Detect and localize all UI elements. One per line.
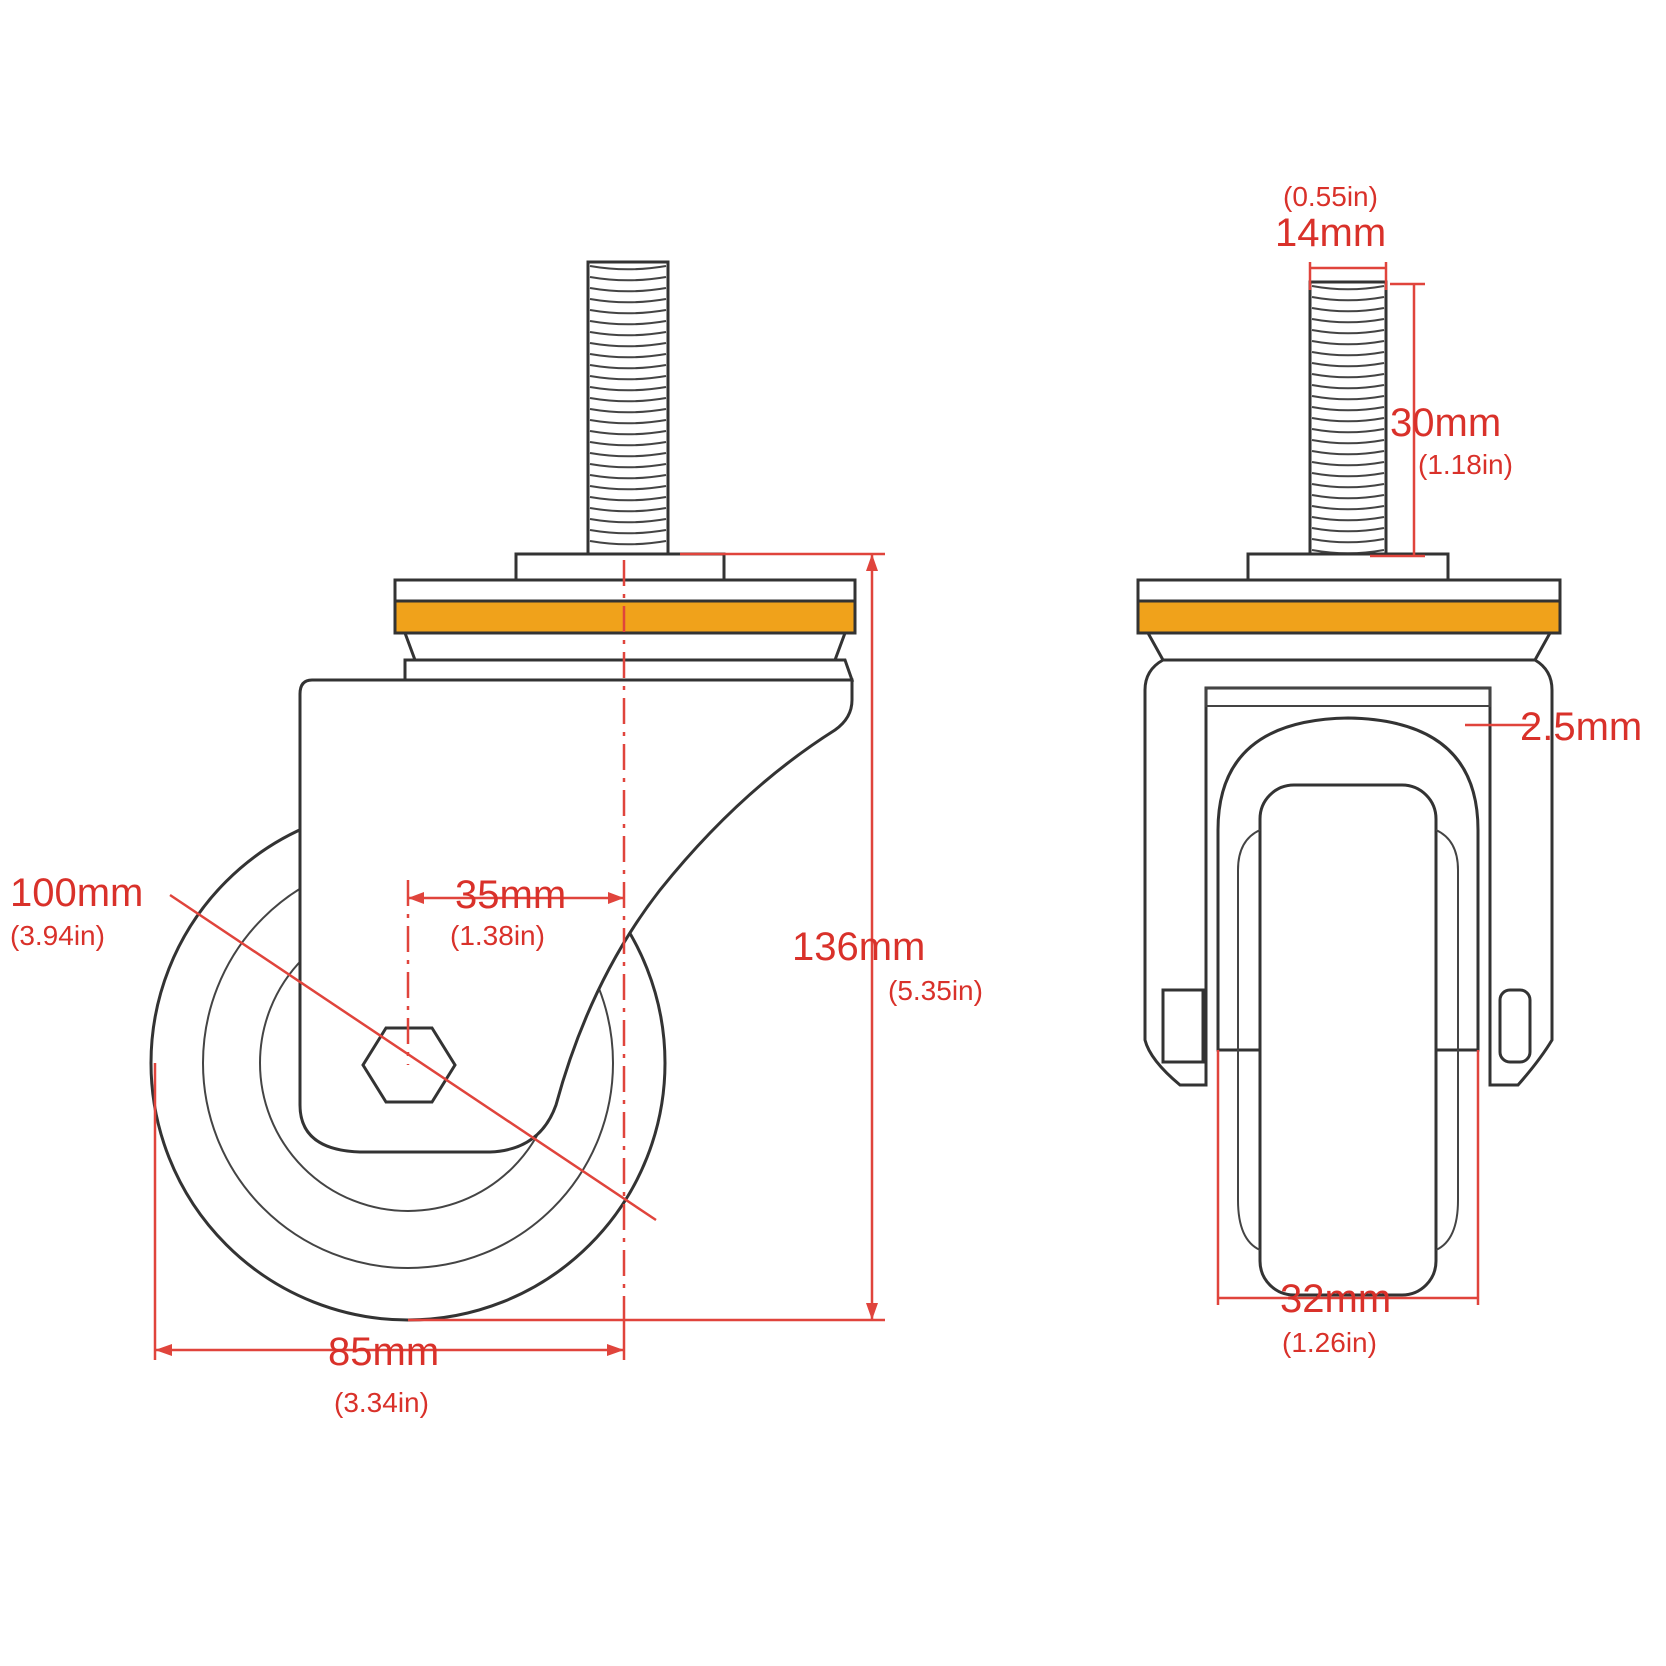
front-threaded-stem [1308, 280, 1388, 560]
stem-len-label: 30mm [1390, 401, 1501, 445]
thread-ridge [589, 342, 667, 348]
thread-ridge [589, 386, 667, 392]
offset-arrow-right [608, 892, 624, 904]
thread-ridge [1311, 494, 1385, 500]
thread-ridge [589, 485, 667, 491]
stem-dia-inch-label: (0.55in) [1283, 181, 1378, 212]
thread-ridge [1311, 417, 1385, 423]
thread-ridge [1311, 340, 1385, 346]
front-axle-bolt-left [1161, 988, 1205, 1064]
thread-ridge [589, 529, 667, 535]
front-top-plate [1136, 578, 1562, 604]
thread-ridge [1311, 285, 1385, 291]
thread-ridge [1311, 461, 1385, 467]
diameter-label: 100mm [10, 871, 143, 915]
side-view [149, 260, 885, 1360]
thread-ridge [1311, 527, 1385, 533]
wheel-width-label: 32mm [1280, 1277, 1391, 1321]
thread-ridge [1311, 472, 1385, 478]
front-fork-inner [1205, 687, 1491, 707]
height-inch-label: (5.35in) [888, 975, 983, 1006]
thread-ridge [1311, 450, 1385, 456]
side-width-inch-label: (3.34in) [334, 1387, 429, 1418]
thread-ridge [1311, 351, 1385, 357]
front-plate-band [1136, 599, 1562, 635]
thread-ridge [589, 276, 667, 282]
diameter-line [169, 893, 657, 1222]
stem-len-inch-label: (1.18in) [1418, 449, 1513, 480]
thread-ridge [589, 397, 667, 403]
thread-ridge [589, 353, 667, 359]
thread-ridge [1311, 538, 1385, 544]
thread-ridge [1311, 384, 1385, 390]
front-axle-bolt-right [1498, 988, 1532, 1064]
thread-ridge [1311, 406, 1385, 412]
wheel-width-inch-label: (1.26in) [1282, 1327, 1377, 1358]
thread-ridge [589, 419, 667, 425]
thread-ridge [589, 331, 667, 337]
side-width-label: 85mm [328, 1330, 439, 1374]
side-threaded-stem [586, 260, 670, 560]
height-arrow-bottom [866, 1303, 878, 1320]
thread-ridge [589, 496, 667, 502]
thread-ridge [1311, 505, 1385, 511]
thread-ridge [589, 287, 667, 293]
thread-ridge [1311, 296, 1385, 302]
thread-ridge [1311, 307, 1385, 313]
thread-ridge [589, 507, 667, 513]
thread-ridge [589, 265, 667, 271]
thread-ridge [1311, 395, 1385, 401]
front-wheel-tread [1258, 783, 1438, 1297]
thread-ridge [589, 518, 667, 524]
side-swivel-housing [403, 658, 855, 682]
thread-ridge [589, 430, 667, 436]
thread-ridge [1311, 439, 1385, 445]
thread-ridge [589, 474, 667, 480]
thread-ridge [1311, 516, 1385, 522]
stem-dia-label: 14mm [1275, 211, 1386, 255]
offset-label: 35mm [455, 873, 566, 917]
thread-ridge [1311, 373, 1385, 379]
front-wheel-hub-right [1435, 829, 1459, 1251]
front-wheel-hub-left [1237, 829, 1261, 1251]
thread-ridge [589, 408, 667, 414]
width-arrow-right [607, 1344, 624, 1356]
thread-ridge [589, 320, 667, 326]
diameter-inch-label: (3.94in) [10, 920, 105, 951]
offset-arrow-left [408, 892, 424, 904]
thread-ridge [589, 375, 667, 381]
front-view [1136, 262, 1562, 1305]
height-label: 136mm [792, 925, 925, 969]
thread-ridge [1311, 483, 1385, 489]
thread-ridge [589, 364, 667, 370]
width-arrow-left [155, 1344, 172, 1356]
thread-ridge [1311, 362, 1385, 368]
side-fork-bracket [298, 678, 854, 1154]
thread-ridge [589, 309, 667, 315]
offset-inch-label: (1.38in) [450, 920, 545, 951]
thread-ridge [1311, 428, 1385, 434]
thread-ridge [589, 540, 667, 546]
thread-ridge [589, 298, 667, 304]
height-arrow-top [866, 554, 878, 571]
thread-ridge [1311, 318, 1385, 324]
thread-ridge [1311, 329, 1385, 335]
thread-ridge [589, 463, 667, 469]
thickness-label: 2.5mm [1520, 705, 1642, 749]
thread-ridge [589, 441, 667, 447]
front-bearing-ring [1145, 631, 1553, 662]
thread-ridge [589, 452, 667, 458]
